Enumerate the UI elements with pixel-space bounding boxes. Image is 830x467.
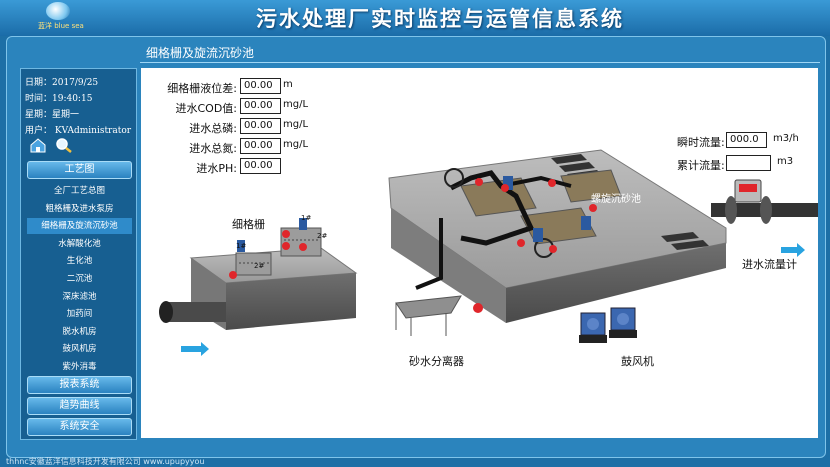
process-nav-item[interactable]: 全厂工艺总图 (53, 186, 105, 196)
param-value: 00.00 (240, 98, 281, 114)
param-value: 00.00 (240, 78, 281, 94)
total-flow-label: 累计流量: (677, 159, 725, 172)
process-scene: 细格栅 螺旋沉砂池 砂水分离器 鼓风机 进水流量计 1# 2# 1# 2# (159, 149, 818, 368)
status-lamp (282, 242, 290, 250)
process-nav-item[interactable]: 鼓风机房 (62, 344, 97, 355)
blower-units (579, 307, 637, 343)
status-lamp (473, 303, 483, 313)
app-title: 污水处理厂实时监控与运管信息系统 (256, 7, 624, 31)
instant-flow-unit: m3/h (773, 133, 799, 144)
outlet-flow-arrow (781, 243, 805, 257)
status-lamp (517, 239, 525, 247)
page-breadcrumb: 细格栅及旋流沉砂池 (146, 46, 255, 60)
status-lamp (299, 243, 307, 251)
weekday-display: 星期：星期一 (25, 110, 80, 120)
inlet-flow-arrow (181, 342, 209, 356)
footer-copyright: thhnc安徽蓝洋信息科技开发有限公司 www.upupyyou (6, 457, 205, 466)
status-lamp (589, 204, 597, 212)
instant-flow-label: 瞬时流量: (677, 136, 725, 149)
process-nav-item[interactable]: 脱水机房 (62, 326, 97, 337)
search-icon[interactable] (55, 137, 73, 153)
grit-chamber-block (388, 149, 727, 323)
param-unit: mg/L (283, 119, 309, 130)
status-lamp (501, 184, 509, 192)
screen-1b-tag: 1# (236, 242, 246, 250)
process-nav-item[interactable]: 细格栅及旋流沉砂池 (27, 218, 132, 235)
status-lamp (548, 179, 556, 187)
process-nav-item[interactable]: 加药间 (66, 309, 93, 320)
status-lamp (282, 230, 290, 238)
total-flow-value (726, 155, 771, 171)
param-unit: m (283, 79, 293, 90)
sidebar: 日期：2017/9/25 时间：19:40:15 星期：星期一 用户： KVAd… (20, 68, 137, 440)
sand-separator-label: 砂水分离器 (409, 354, 464, 368)
param-value: 00.00 (240, 158, 281, 174)
breadcrumb-divider (140, 62, 820, 63)
sand-separator (395, 295, 462, 336)
flow-meter (711, 179, 818, 224)
process-nav-item[interactable]: 生化池 (66, 256, 93, 267)
logo-text: 蓝洋 blue sea (38, 22, 84, 30)
process-nav-item[interactable]: 深床滤池 (62, 291, 97, 302)
instant-flow-value: 000.0 (726, 132, 767, 148)
param-label: 进水COD值: (175, 102, 237, 115)
process-nav-item[interactable]: 二沉池 (66, 274, 93, 284)
param-unit: mg/L (283, 139, 309, 150)
process-nav-item[interactable]: 粗格栅及进水泵房 (45, 203, 114, 214)
screen-1-tag: 1# (301, 214, 311, 222)
param-unit: mg/L (283, 99, 309, 110)
param-label: 进水总磷: (189, 122, 237, 135)
screen-2b-tag: 2# (254, 262, 264, 270)
param-label: 进水PH: (196, 162, 237, 175)
screen-2-tag: 2# (317, 232, 327, 240)
process-nav-item[interactable]: 水解酸化池 (58, 238, 101, 249)
param-value: 00.00 (240, 118, 281, 134)
title-bar: 蓝洋 blue sea 污水处理厂实时监控与运管信息系统 (0, 0, 830, 36)
company-logo: 蓝洋 blue sea (38, 2, 84, 32)
status-lamp (229, 271, 237, 279)
process-diagram-header[interactable]: 工艺图 (27, 161, 132, 179)
report-system-button[interactable]: 报表系统 (27, 376, 132, 394)
time-display: 时间：19:40:15 (25, 94, 93, 104)
trend-curve-button[interactable]: 趋势曲线 (27, 397, 132, 415)
flow-arrows (181, 243, 805, 356)
param-label: 细格栅液位差: (167, 82, 237, 95)
date-display: 日期：2017/9/25 (25, 78, 99, 88)
status-lamps (229, 178, 597, 313)
system-security-button[interactable]: 系统安全 (27, 418, 132, 436)
fine-screen-label: 细格栅 (232, 217, 265, 231)
grit-chamber-label: 螺旋沉砂池 (591, 192, 641, 205)
status-lamp (549, 245, 557, 253)
logo-emblem (46, 2, 70, 20)
user-display: 用户： KVAdministrator (25, 126, 132, 136)
blower-label: 鼓风机 (621, 354, 654, 368)
param-value: 00.00 (240, 138, 281, 154)
process-panel: 细格栅 螺旋沉砂池 砂水分离器 鼓风机 进水流量计 1# 2# 1# 2# 细格… (141, 68, 818, 438)
param-label: 进水总氮: (189, 142, 237, 155)
total-flow-unit: m3 (777, 156, 794, 167)
status-lamp (475, 178, 483, 186)
home-icon[interactable] (29, 137, 47, 153)
process-nav-item[interactable]: 紫外消毒 (62, 362, 97, 372)
flow-meter-label: 进水流量计 (742, 257, 797, 271)
